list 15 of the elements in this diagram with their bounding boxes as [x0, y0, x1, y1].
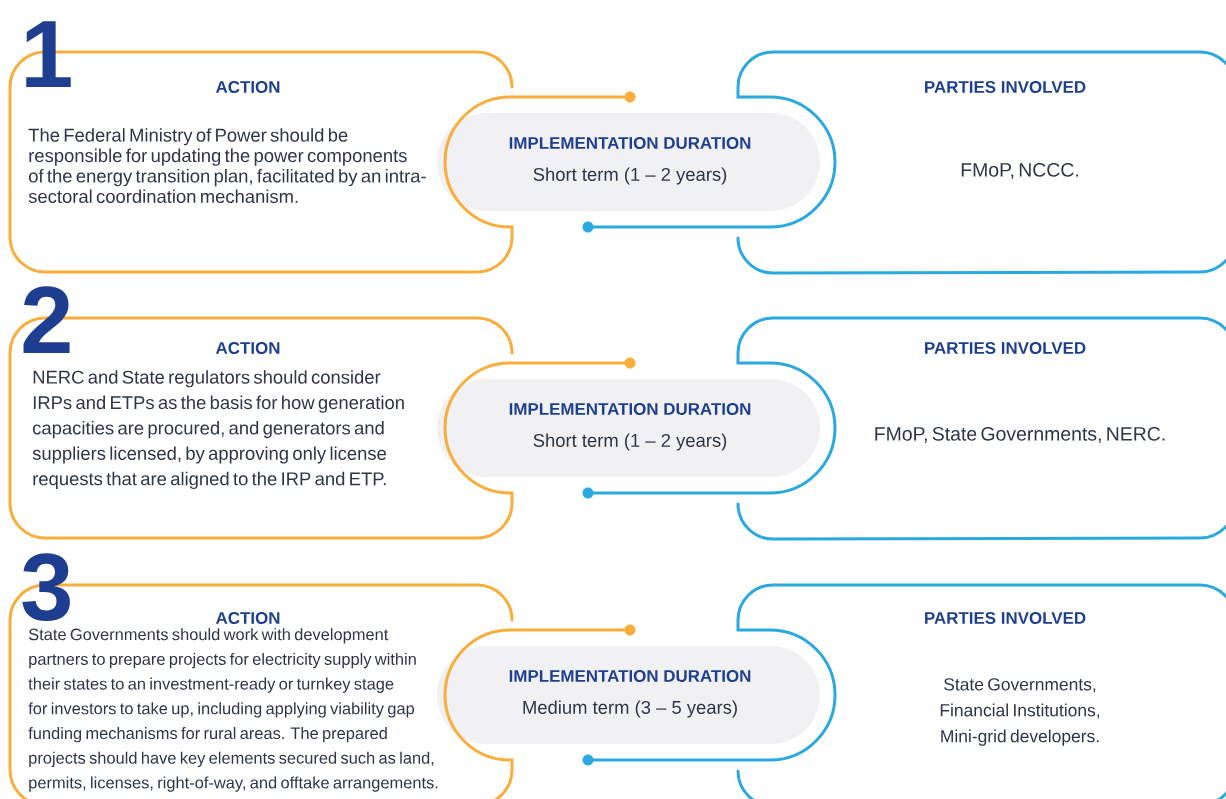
- node-label: NERC and State regulators should consider IRPs and ETPs as the basis for how generation capacities are procured, and generators and suppliers licensed, by approving only license requests that are aligned to the IRP and ETP.: [32, 370, 404, 489]
- node-label: ACTION: [215, 611, 280, 624]
- node-label: PARTIES INVOLVED: [925, 341, 1086, 354]
- node-label: The Federal Ministry of Power should be responsible for updating the power components of the energy transition plan, facilitated by an intra-sectoral coordination mechanism.: [28, 128, 426, 203]
- node-label: State Governments, Financial Institutions, Mini-grid developers.: [940, 678, 1100, 746]
- node-label: ACTION: [215, 80, 280, 93]
- duration-pill: IMPLEMENTATION DURATION Medium term (3 – 5 years): [437, 646, 820, 744]
- duration-pill: IMPLEMENTATION DURATION Short term (1 – 2 years): [437, 379, 820, 477]
- node-label: FMoP, NCCC.: [961, 162, 1078, 180]
- node-label: ACTION: [215, 341, 280, 354]
- node-label: PARTIES INVOLVED: [925, 80, 1086, 93]
- node-label: FMoP, State Governments, NERC.: [875, 426, 1165, 444]
- duration-pill: IMPLEMENTATION DURATION Short term (1 – 2 years): [437, 113, 820, 211]
- node-label: PARTIES INVOLVED: [925, 611, 1086, 624]
- node-label: State Governments should work with development partners to prepare projects for electricity supply within their states to an investment-ready or turnkey stage for investors to take up, including applying viability gap funding mechanisms for rural areas. The prepared projects should have key elements secured such as land, permits, licenses, right-of-way, and offtake arrangements.: [28, 628, 438, 792]
